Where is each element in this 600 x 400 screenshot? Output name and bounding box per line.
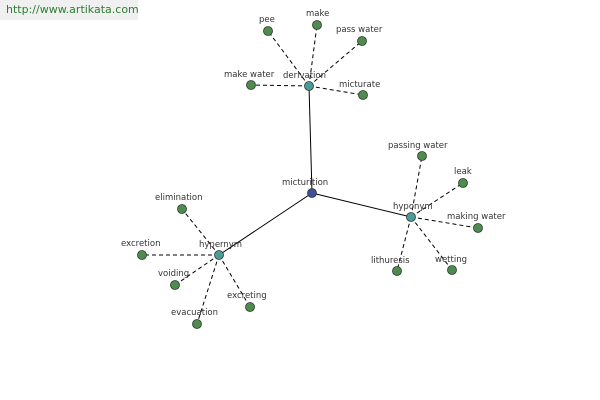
node-word-making-water[interactable] [473,223,483,233]
label-word-passing-water: passing water [388,141,448,151]
label-relation-derivation: derivation [283,71,326,81]
edge-root-hypernym [218,192,313,256]
node-word-passing-water[interactable] [417,151,427,161]
node-word-evacuation[interactable] [192,319,202,329]
edge-hypernym-elimination [181,208,220,256]
edge-root-hyponym [311,192,412,218]
edge-hypernym-evacuation [196,254,220,325]
edge-hyponym-leak [410,182,464,218]
node-word-excreting[interactable] [245,302,255,312]
node-word-excretion[interactable] [137,250,147,260]
node-word-micturate[interactable] [358,90,368,100]
edge-root-derivation [308,85,313,194]
edge-hypernym-voiding [174,254,220,286]
label-word-micturate: micturate [339,80,380,90]
node-relation-hyponym[interactable] [406,212,416,222]
node-root-micturition[interactable] [307,188,317,198]
edge-hypernym-excreting [218,254,251,308]
node-word-pee[interactable] [263,26,273,36]
label-word-making-water: making water [447,212,506,222]
labels-layer: micturition derivation hyponym hypernym pee m… [121,9,506,318]
node-word-make[interactable] [312,20,322,30]
node-relation-derivation[interactable] [304,81,314,91]
label-word-pee: pee [259,15,275,25]
label-relation-hyponym: hyponym [393,202,433,212]
node-word-pass-water[interactable] [357,36,367,46]
label-word-voiding: voiding [158,269,189,279]
node-word-wetting[interactable] [447,265,457,275]
label-word-make-water: make water [224,70,275,80]
edges-layer [142,24,479,325]
edge-hyponym-passing-water [410,155,423,218]
node-word-elimination[interactable] [177,204,187,214]
label-word-wetting: wetting [435,255,467,265]
nodes-layer [137,20,483,329]
label-word-excreting: excreting [227,291,267,301]
label-word-lithuresis: lithuresis [371,256,410,266]
edge-hyponym-making-water [410,216,479,229]
label-relation-hypernym: hypernym [199,240,242,250]
label-root: micturition [282,178,328,188]
source-url-watermark[interactable]: http://www.artikata.com [0,0,139,20]
label-word-evacuation: evacuation [171,308,218,318]
label-word-pass-water: pass water [336,25,383,35]
label-word-make: make [306,9,329,19]
edge-derivation-micturate [308,85,364,96]
edge-derivation-pee [267,30,310,87]
node-word-leak[interactable] [458,178,468,188]
node-word-voiding[interactable] [170,280,180,290]
edge-derivation-pass-water [308,40,363,87]
edge-derivation-make [308,24,318,87]
label-word-excretion: excretion [121,239,160,249]
edge-hyponym-lithuresis [396,216,412,272]
node-word-make-water[interactable] [246,80,256,90]
node-word-lithuresis[interactable] [392,266,402,276]
edge-derivation-make-water [250,84,310,87]
label-word-leak: leak [454,167,472,177]
label-word-elimination: elimination [155,193,202,203]
node-relation-hypernym[interactable] [214,250,224,260]
